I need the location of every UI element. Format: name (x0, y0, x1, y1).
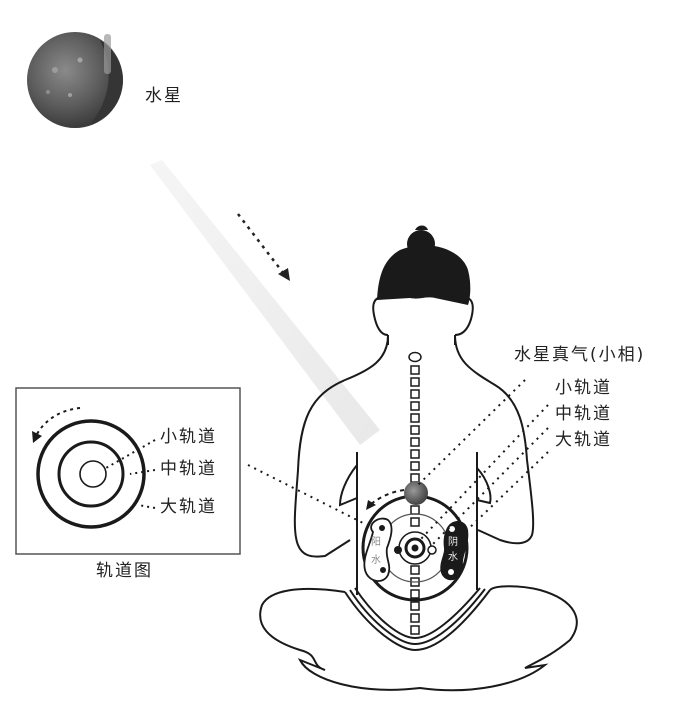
yin-water-kidney (440, 521, 469, 581)
yang-water-kidney (363, 517, 393, 582)
orbit-legend-box (15, 387, 241, 555)
legend-small-orbit: 小轨道 (160, 427, 217, 447)
yin-label-2: 水 (448, 552, 458, 563)
legend-rotation-arrow-icon (32, 431, 42, 443)
head (372, 225, 474, 345)
yang-label-1: 阳 (371, 537, 381, 548)
legend-middle-orbit: 中轨道 (160, 459, 217, 479)
light-beam (150, 160, 380, 445)
spine-points (408, 351, 422, 635)
mercury-planet-icon (27, 32, 123, 128)
legend-large-orbit: 大轨道 (160, 497, 217, 517)
large-orbit-label: 大轨道 (555, 430, 612, 450)
yin-label-1: 阴 (448, 537, 458, 548)
seated-figure (259, 334, 578, 692)
yang-label-2: 水 (371, 555, 381, 566)
mercury-label: 水星 (145, 86, 183, 106)
small-orbit-label: 小轨道 (555, 378, 612, 398)
mercury-qi-ball-icon (404, 481, 428, 505)
incoming-arrow-icon (237, 213, 290, 281)
leader-lines (247, 379, 549, 546)
qi-label: 水星真气(小相) (514, 345, 646, 365)
legend-caption: 轨道图 (96, 561, 153, 581)
middle-orbit-label: 中轨道 (555, 404, 612, 424)
back-orbit-arrow-icon (366, 489, 405, 510)
